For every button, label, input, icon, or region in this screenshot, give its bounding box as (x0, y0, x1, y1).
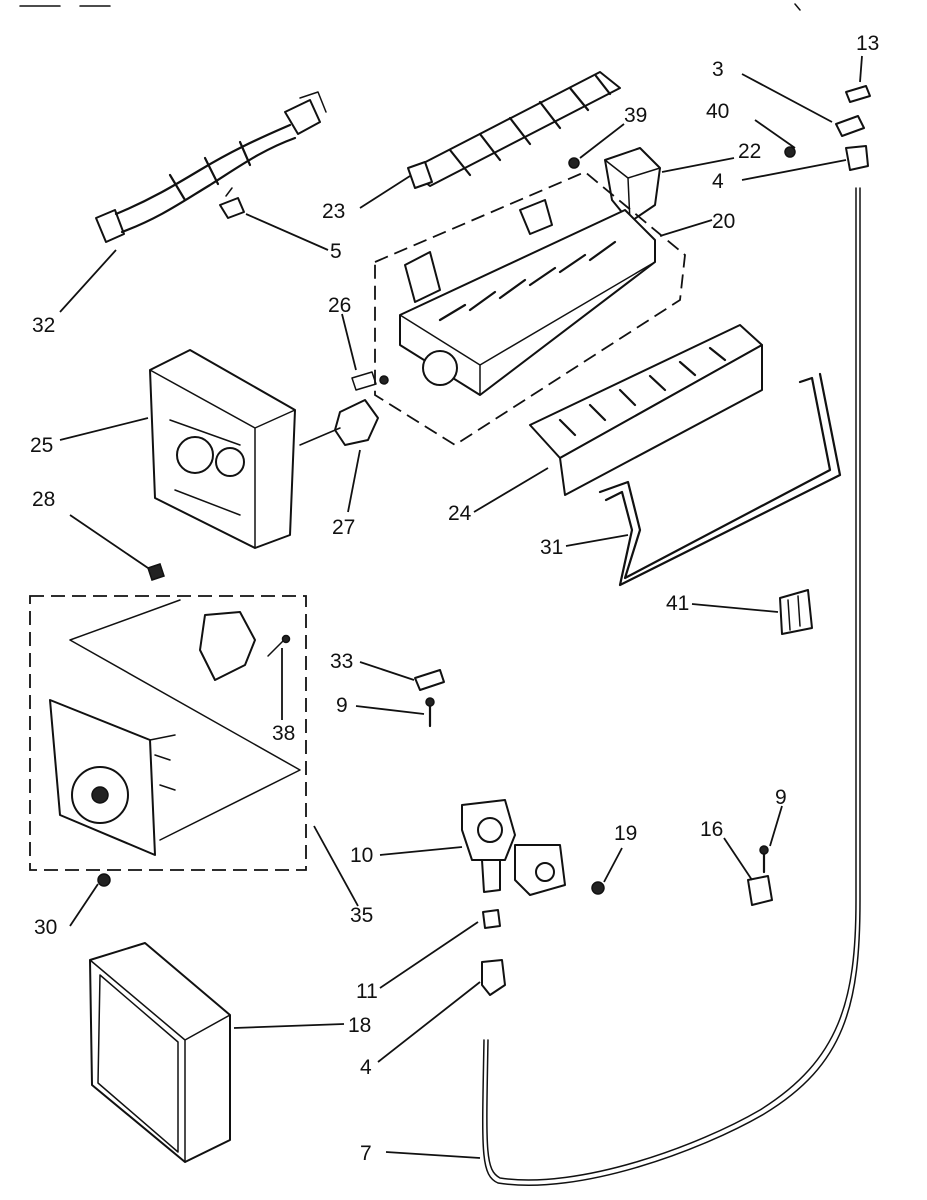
callout-13: 13 (856, 32, 879, 55)
part-30-nut (97, 873, 111, 887)
part-9-screw-b (759, 845, 769, 874)
callout-7: 7 (360, 1142, 372, 1165)
callout-9-upper: 9 (336, 694, 348, 717)
callout-35: 35 (350, 904, 373, 927)
part-26-spring (351, 371, 389, 391)
callout-19: 19 (614, 822, 637, 845)
callout-26: 26 (328, 294, 351, 317)
part-13-cap (845, 85, 871, 103)
part-23-ejector (407, 71, 621, 189)
part-7-water-tube (481, 187, 861, 1187)
callout-25: 25 (30, 434, 53, 457)
callout-10: 10 (350, 844, 373, 867)
part-31-arm (598, 372, 842, 587)
part-24-strip (529, 324, 763, 496)
callout-27: 27 (332, 516, 355, 539)
callout-3: 3 (712, 58, 724, 81)
callout-11: 11 (356, 980, 378, 1003)
part-4-fitting-upper (845, 145, 869, 171)
callout-labels: 13 3 40 4 39 22 23 20 5 32 26 25 27 28 2… (30, 32, 879, 1165)
callout-38: 38 (272, 722, 295, 745)
part-35-motor-group (29, 595, 307, 871)
part-40-screw (784, 146, 796, 158)
part-3-grommet (835, 115, 865, 137)
part-19-screw (591, 881, 605, 895)
callout-4-lower: 4 (360, 1056, 372, 1079)
callout-24: 24 (448, 502, 472, 525)
scan-edge-marks (19, 3, 801, 11)
callout-33: 33 (330, 650, 353, 673)
part-39-screw (568, 157, 580, 169)
part-20-mold-group (374, 170, 686, 447)
part-11-nut (482, 909, 501, 929)
part-9-screw-a (425, 697, 435, 728)
part-25-housing (149, 349, 296, 549)
callout-41: 41 (666, 592, 689, 615)
callout-40: 40 (706, 100, 729, 123)
callout-9-lower: 9 (775, 786, 787, 809)
callout-5: 5 (330, 240, 342, 263)
callout-31: 31 (540, 536, 563, 559)
part-38-screw (267, 634, 291, 657)
part-27-thermostat (299, 399, 379, 446)
callout-22: 22 (738, 140, 761, 163)
part-22-bin (604, 147, 661, 223)
part-16-clamp (747, 875, 773, 906)
callout-32: 32 (32, 314, 55, 337)
part-32-wire-harness (95, 91, 327, 243)
part-28-screw (147, 563, 165, 581)
leader-lines (59, 55, 863, 1159)
callout-16: 16 (700, 818, 723, 841)
callout-30: 30 (34, 916, 57, 939)
part-18-pad (89, 942, 231, 1163)
part-5-clip (219, 187, 245, 219)
part-41-clip (779, 589, 813, 635)
callout-4-upper: 4 (712, 170, 724, 193)
part-10-water-valve (461, 799, 566, 896)
part-4-fitting-lower (481, 959, 506, 996)
callout-20: 20 (712, 210, 735, 233)
callout-23: 23 (322, 200, 345, 223)
callout-28: 28 (32, 488, 55, 511)
part-33-bracket (414, 669, 445, 691)
callout-39: 39 (624, 104, 647, 127)
callout-18: 18 (348, 1014, 371, 1037)
